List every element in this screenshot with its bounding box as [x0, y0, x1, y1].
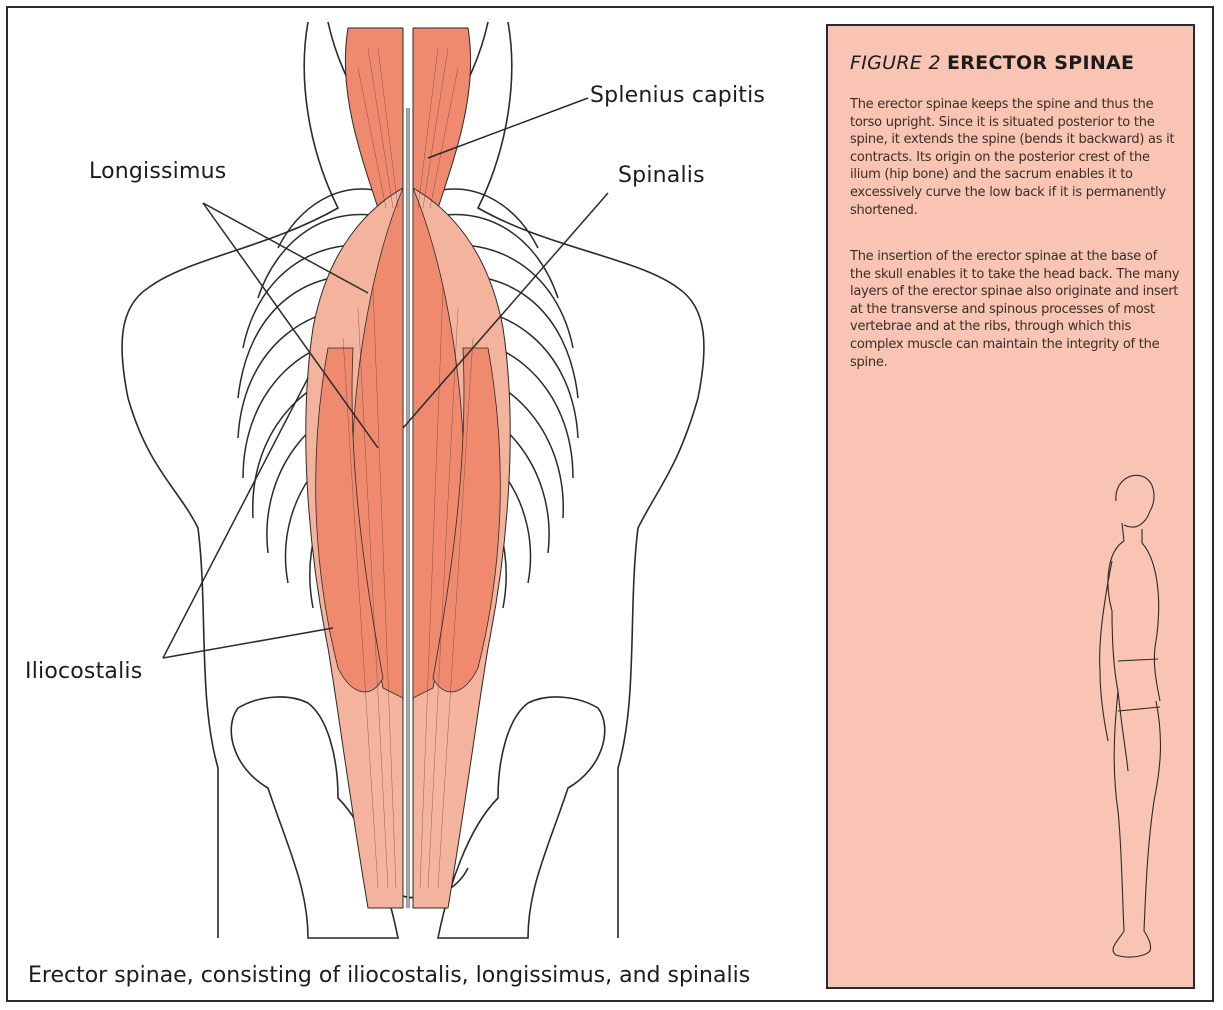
sidebar-paragraph: The erector spinae keeps the spine and t… — [850, 96, 1180, 219]
label-splenius-capitis: Splenius capitis — [590, 83, 765, 108]
splenius-capitis-left — [345, 28, 403, 208]
figure-number: FIGURE 2 — [850, 52, 941, 74]
label-spinalis: Spinalis — [618, 163, 705, 188]
label-iliocostalis: Iliocostalis — [25, 659, 142, 684]
label-longissimus: Longissimus — [89, 159, 226, 184]
sidebar-paragraph: The insertion of the erector spinae at t… — [850, 248, 1180, 371]
standing-figure-illustration — [1078, 471, 1178, 966]
figure-title: ERECTOR SPINAE — [947, 52, 1134, 74]
figure-caption: Erector spinae, consisting of iliocostal… — [28, 963, 750, 988]
splenius-capitis-right — [413, 28, 471, 208]
figure-sidebar: FIGURE 2 ERECTOR SPINAE The erector spin… — [826, 24, 1195, 989]
erector-spinae-illustration — [8, 8, 828, 998]
sidebar-title: FIGURE 2 ERECTOR SPINAE — [850, 52, 1134, 74]
